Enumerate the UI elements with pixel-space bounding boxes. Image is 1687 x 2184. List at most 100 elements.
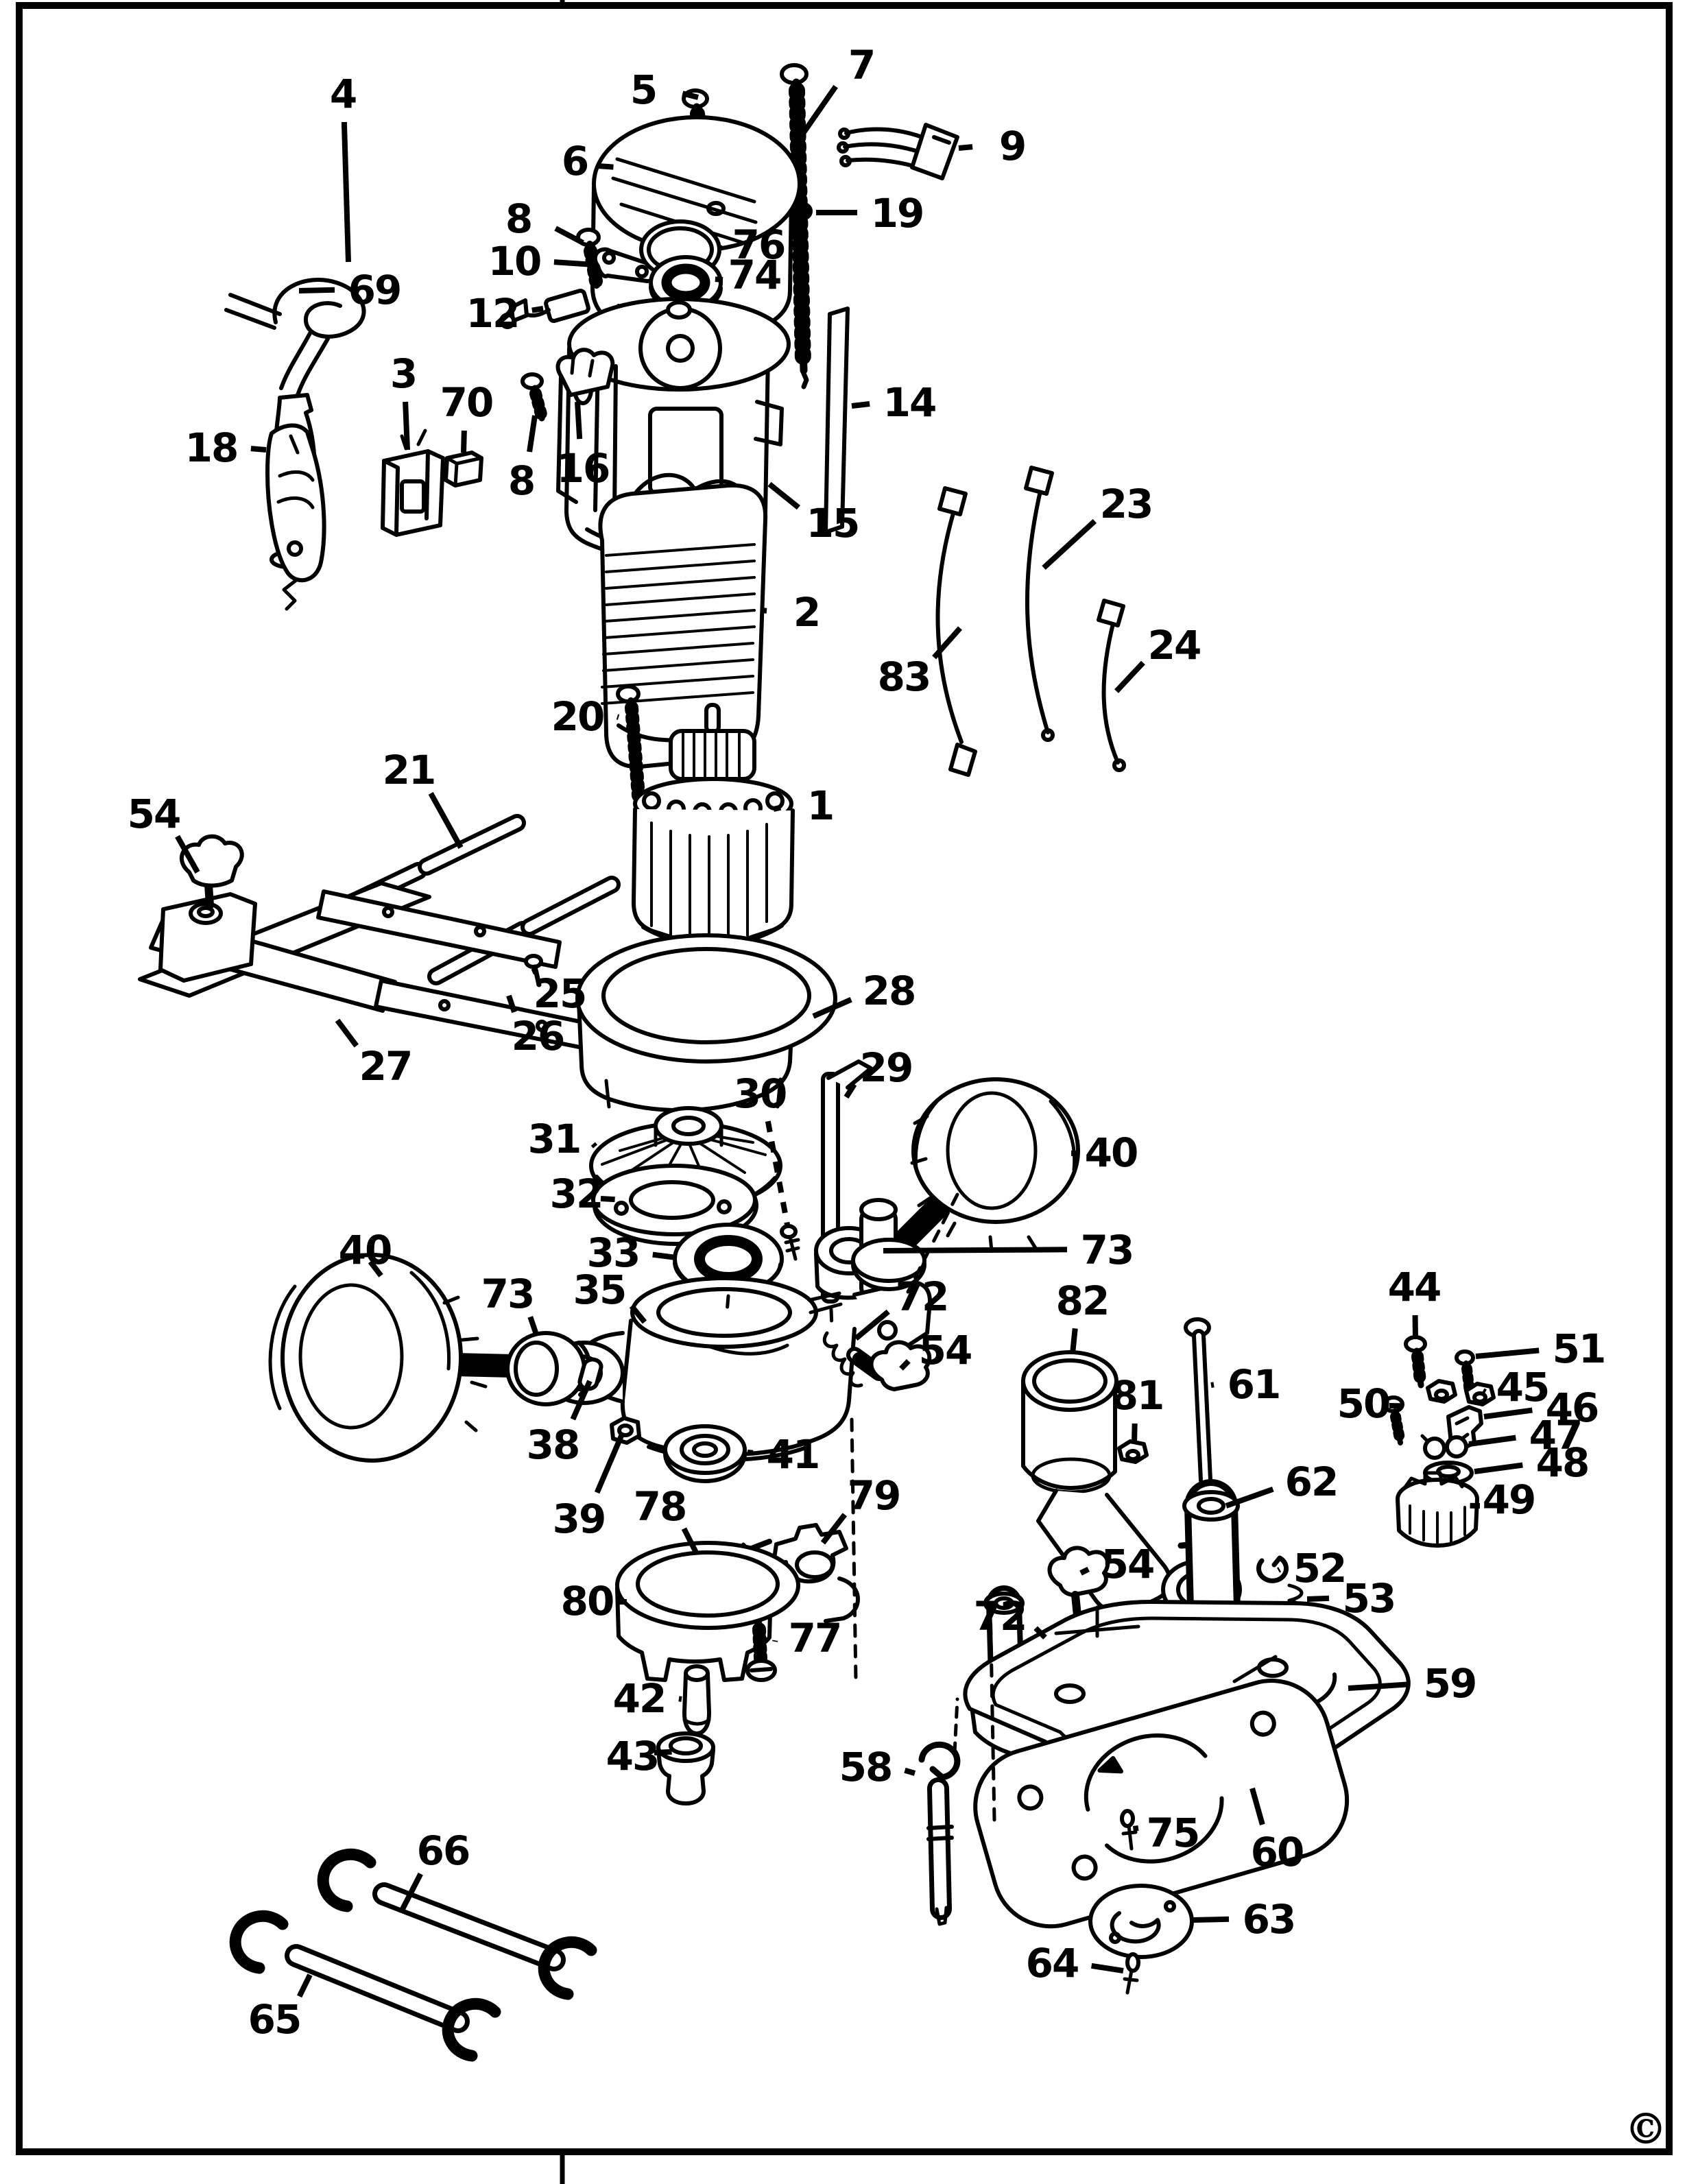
svg-text:19: 19 <box>871 190 924 237</box>
part-24-wire <box>1097 599 1126 772</box>
svg-text:54: 54 <box>919 1327 972 1373</box>
svg-text:9: 9 <box>999 123 1025 169</box>
callout-2: 2 <box>761 589 821 636</box>
svg-text:3: 3 <box>390 350 416 397</box>
callout-18: 18 <box>185 424 267 471</box>
callout-41: 41 <box>747 1431 820 1478</box>
part-1-armature <box>632 703 795 1022</box>
svg-text:83: 83 <box>878 653 931 700</box>
callout-15: 15 <box>767 481 860 547</box>
part-81-nut <box>1117 1439 1149 1464</box>
callout-1: 1 <box>773 782 835 829</box>
callout-20: 20 <box>551 693 620 740</box>
svg-text:82: 82 <box>1056 1277 1109 1324</box>
svg-text:74: 74 <box>728 252 781 298</box>
callout-24: 24 <box>1114 622 1201 693</box>
callout-77: 77 <box>772 1615 842 1661</box>
svg-text:62: 62 <box>1285 1459 1338 1505</box>
callout-7: 7 <box>800 42 876 136</box>
svg-text:60: 60 <box>1251 1829 1304 1875</box>
part-2-field <box>598 472 768 769</box>
callout-28: 28 <box>812 968 916 1019</box>
callout-72: 72 <box>974 1593 1047 1640</box>
callout-48: 48 <box>1474 1439 1590 1486</box>
callout-65: 65 <box>248 1973 313 2043</box>
svg-text:63: 63 <box>1243 1896 1295 1943</box>
callout-70: 70 <box>440 379 494 453</box>
part-66-wrench <box>317 1848 597 2000</box>
part-49-adjuster-nut <box>1396 1471 1479 1548</box>
callout-16: 16 <box>557 401 610 492</box>
svg-text:1: 1 <box>807 782 833 829</box>
callout-72: 72 <box>854 1273 949 1341</box>
svg-text:31: 31 <box>528 1116 581 1162</box>
callout-4: 4 <box>330 71 357 263</box>
svg-text:43: 43 <box>606 1733 659 1779</box>
callout-9: 9 <box>958 123 1027 169</box>
part-4-cord-set <box>224 278 366 397</box>
svg-text:4: 4 <box>330 71 356 117</box>
svg-text:61: 61 <box>1228 1361 1280 1408</box>
part-64-screw <box>1123 1952 1140 1995</box>
svg-text:18: 18 <box>185 424 238 471</box>
callout-60: 60 <box>1249 1787 1304 1875</box>
callout-6: 6 <box>562 138 614 184</box>
svg-text:32: 32 <box>550 1171 603 1217</box>
callout-30: 30 <box>734 1070 790 1225</box>
callout-75: 75 <box>1132 1810 1200 1856</box>
callout-74: 74 <box>715 252 782 298</box>
callout-23: 23 <box>1042 481 1153 570</box>
svg-text:44: 44 <box>1388 1264 1441 1310</box>
callout-80: 80 <box>561 1578 627 1624</box>
part-27-fence <box>138 881 431 1013</box>
svg-text:48: 48 <box>1536 1439 1589 1486</box>
svg-text:21: 21 <box>383 747 435 793</box>
svg-text:5: 5 <box>630 67 656 113</box>
part-14-strip <box>824 307 850 534</box>
callout-31: 31 <box>528 1116 598 1162</box>
callout-12: 12 <box>466 290 544 337</box>
callout-44: 44 <box>1388 1264 1441 1338</box>
callout-62: 62 <box>1225 1459 1339 1509</box>
callout-5: 5 <box>630 67 699 113</box>
callout-14: 14 <box>851 379 937 426</box>
svg-text:73: 73 <box>481 1271 534 1317</box>
callout-54: 54 <box>128 791 200 874</box>
callout-10: 10 <box>488 238 595 285</box>
callout-33: 33 <box>587 1229 677 1276</box>
part-52-ring <box>1256 1555 1289 1583</box>
callout-69: 69 <box>298 267 402 313</box>
svg-text:6: 6 <box>562 138 588 184</box>
svg-text:35: 35 <box>573 1267 626 1313</box>
svg-text:73: 73 <box>1081 1227 1134 1273</box>
part-75-screw <box>1120 1809 1138 1851</box>
svg-text:51: 51 <box>1553 1325 1605 1372</box>
callout-53: 53 <box>1306 1575 1396 1622</box>
callout-35: 35 <box>573 1267 647 1324</box>
callout-39: 39 <box>553 1435 624 1542</box>
svg-text:69: 69 <box>348 267 401 313</box>
svg-text:50: 50 <box>1337 1380 1390 1427</box>
callout-32: 32 <box>550 1171 615 1217</box>
svg-text:14: 14 <box>883 379 936 426</box>
callout-66: 66 <box>399 1827 470 1912</box>
svg-text:7: 7 <box>848 42 874 88</box>
svg-text:59: 59 <box>1424 1660 1476 1707</box>
part-12-carbon-brush <box>499 289 590 329</box>
callout-42: 42 <box>613 1675 682 1722</box>
svg-text:53: 53 <box>1343 1575 1396 1622</box>
part-63-washer <box>1088 1884 1194 1959</box>
callout-45: 45 <box>1481 1364 1550 1411</box>
callout-61: 61 <box>1210 1361 1281 1408</box>
part-43-bushing <box>656 1731 715 1805</box>
part-30-screw-small <box>780 1224 800 1261</box>
part-9-lead-wires <box>837 123 959 180</box>
part-18-cord-clamp <box>265 423 326 583</box>
svg-text:64: 64 <box>1026 1940 1079 1987</box>
svg-text:20: 20 <box>551 693 604 740</box>
callout-8: 8 <box>508 415 538 504</box>
part-45-nuts <box>1426 1379 1496 1406</box>
callout-81: 81 <box>1111 1372 1164 1443</box>
